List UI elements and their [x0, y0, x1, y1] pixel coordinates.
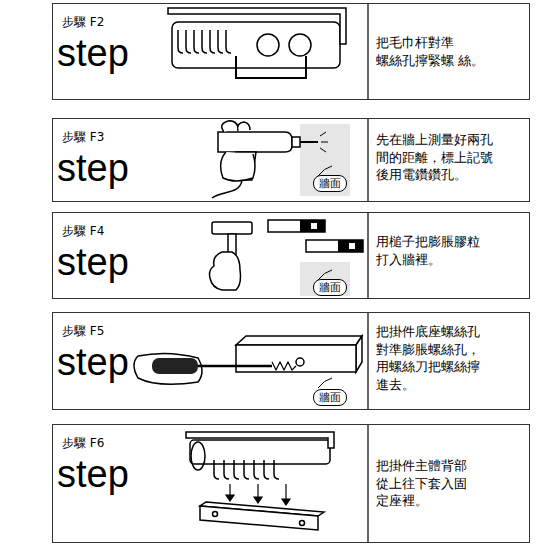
wall-label: 牆面 — [319, 281, 341, 294]
mount-figure — [186, 432, 334, 530]
wall-tag: 牆面 — [313, 279, 347, 296]
step-description: 把掛件底座螺絲孔 對準膨脹螺絲孔， 用螺絲刀把螺絲擰 進去。 — [376, 323, 504, 393]
dividers — [367, 3, 369, 543]
step-label: 步驟 F5 — [62, 325, 104, 338]
step-box: 步驟 F6 step 把掛件主體背部 從上往下套入固 定座裡。 — [52, 424, 530, 543]
step-label: 步驟 F3 — [62, 131, 104, 144]
screwdriver-figure — [134, 336, 362, 388]
wall-tag: 牆面 — [313, 389, 347, 406]
step-box: 步驟 F5 step 把掛件底座螺絲孔 對準膨脹螺絲孔， 用螺絲刀把螺絲擰 進去。牆… — [52, 312, 530, 410]
wall-label: 牆面 — [319, 177, 341, 190]
step-word: step — [57, 343, 129, 381]
step-word: step — [57, 34, 129, 72]
step-label: 步驟 F2 — [62, 16, 104, 29]
step-box: 步驟 F2 step 把毛巾杆對準 螺絲孔擰緊螺 絲。 — [52, 3, 530, 100]
wall-label: 牆面 — [319, 391, 341, 404]
step-description: 把掛件主體背部 從上往下套入固 定座裡。 — [376, 457, 504, 510]
hammer-figure — [210, 220, 364, 296]
towel-rack — [168, 8, 346, 78]
step-box: 步驟 F3 step 先在牆上測量好兩孔 間的距離，標上記號 後用電鑽鑽孔。牆面 — [52, 118, 530, 202]
drill-figure — [212, 121, 350, 198]
step-word: step — [57, 455, 129, 493]
wall-tag: 牆面 — [313, 175, 347, 192]
step-label: 步驟 F4 — [62, 225, 104, 238]
step-description: 用槌子把膨脹膠粒 打入牆裡。 — [376, 233, 504, 268]
step-label: 步驟 F6 — [62, 437, 104, 450]
step-word: step — [57, 243, 129, 281]
step-description: 先在牆上測量好兩孔 間的距離，標上記號 後用電鑽鑽孔。 — [376, 131, 504, 184]
step-description: 把毛巾杆對準 螺絲孔擰緊螺 絲。 — [376, 34, 504, 69]
step-word: step — [57, 149, 129, 187]
step-box: 步驟 F4 step 用槌子把膨脹膠粒 打入牆裡。牆面 — [52, 212, 530, 299]
